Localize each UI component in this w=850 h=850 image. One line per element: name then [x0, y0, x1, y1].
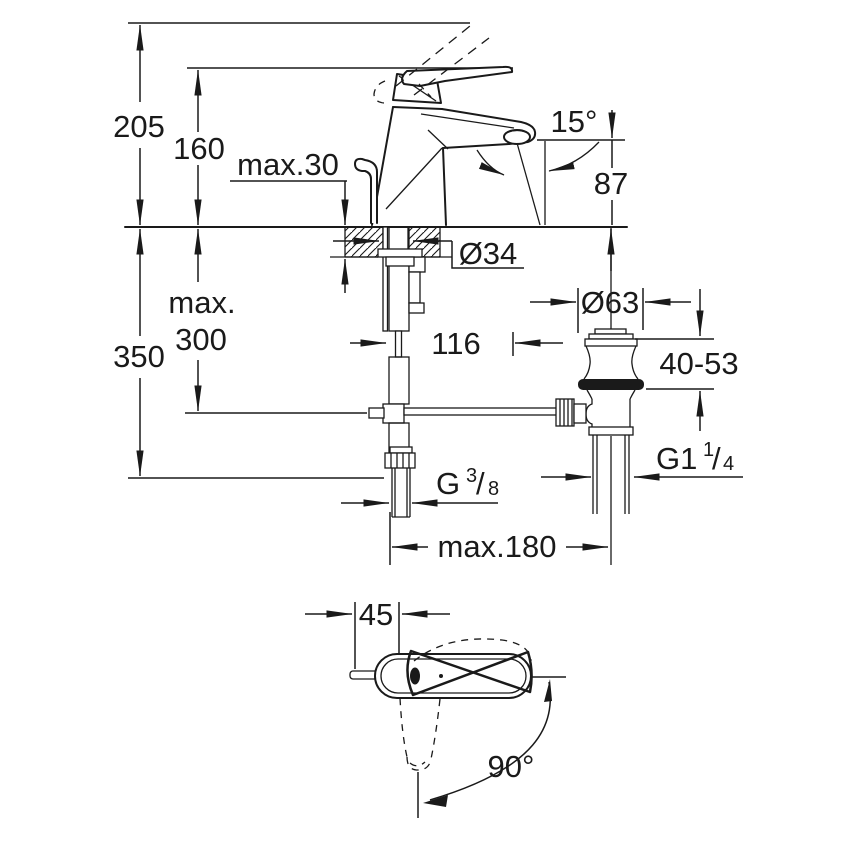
- hose-clearance-label: 116: [431, 326, 480, 361]
- dim-supply-thread: G 3 / 8: [341, 465, 499, 507]
- dim-spout-angle: 15°: [537, 104, 625, 141]
- dim-overall-height: 205: [113, 24, 165, 226]
- waste-thread-sup: 1: [703, 439, 714, 461]
- mounting-shank-and-hoses: [368, 226, 558, 518]
- waste-o-ring: [578, 379, 644, 390]
- dim-max-counter-thickness: max.30: [230, 147, 349, 293]
- supply-thread-base: G: [436, 466, 460, 501]
- dim-outlet-height: 87: [594, 110, 628, 271]
- rod-knurled-knob: [555, 398, 575, 427]
- outlet-height-label: 87: [594, 166, 628, 201]
- mounting-hole-diameter-label: Ø34: [459, 236, 518, 271]
- waste-flange: [584, 338, 638, 347]
- dim-waste-flange-diameter: Ø63: [530, 285, 691, 333]
- dim-max-below-deck: max. 300: [168, 228, 367, 414]
- swivel-angle-label: 90°: [488, 749, 535, 784]
- overall-height-label: 205: [113, 109, 165, 144]
- body-height-label: 160: [173, 131, 225, 166]
- handle-width-label: 45: [359, 597, 393, 632]
- max-below-deck-label-2: 300: [175, 322, 227, 357]
- handle-rotated-dashed: [413, 638, 532, 662]
- pop-up-waste-assembly: [555, 227, 644, 565]
- dim-handle-width: 45: [305, 597, 450, 669]
- supply-thread-sub: 8: [488, 478, 499, 500]
- dim-supply-length: 350: [113, 228, 384, 479]
- pull-rod-knob: [354, 157, 378, 224]
- dim-hose-clearance: 116: [350, 326, 563, 361]
- max-waste-distance-label: max.180: [438, 529, 557, 564]
- dim-body-height: 160: [173, 69, 225, 226]
- supply-length-label: 350: [113, 339, 165, 374]
- threaded-shank: [388, 226, 410, 332]
- supply-hose-upper: [388, 356, 410, 405]
- faucet-top-view: [349, 638, 566, 818]
- mounting-washer: [377, 248, 423, 258]
- handle-lever: [401, 65, 514, 87]
- handle-down-dashed: [399, 697, 441, 771]
- max-counter-thickness-label: max.30: [237, 147, 339, 182]
- hose-nut: [384, 452, 416, 469]
- dim-swivel-angle: 90°: [488, 749, 535, 784]
- dim-mounting-hole-diameter: Ø34: [333, 236, 524, 271]
- waste-plug: [594, 328, 627, 335]
- waste-deck-range-label: 40-53: [659, 346, 738, 381]
- supply-thread-slash: /: [476, 466, 485, 501]
- dim-max-waste-distance: max.180: [389, 512, 609, 565]
- faucet-side-view: [354, 25, 600, 226]
- pop-up-rod: [403, 407, 558, 416]
- waste-flange-diameter-label: Ø63: [581, 285, 640, 320]
- dim-waste-thread: G1 1 / 4: [541, 439, 743, 481]
- waste-thread-slash: /: [712, 441, 721, 476]
- waste-thread-sub: 4: [723, 453, 734, 475]
- handle-top-outline: [406, 649, 533, 697]
- max-below-deck-label-1: max.: [168, 285, 235, 320]
- waste-thread-base: G1: [656, 441, 697, 476]
- spout-stub-top: [349, 670, 379, 680]
- dim-waste-deck-range: 40-53: [635, 289, 739, 431]
- supply-thread-sup: 3: [466, 465, 477, 487]
- rod-clamp: [382, 403, 405, 424]
- spout-angle-label: 15°: [551, 104, 598, 139]
